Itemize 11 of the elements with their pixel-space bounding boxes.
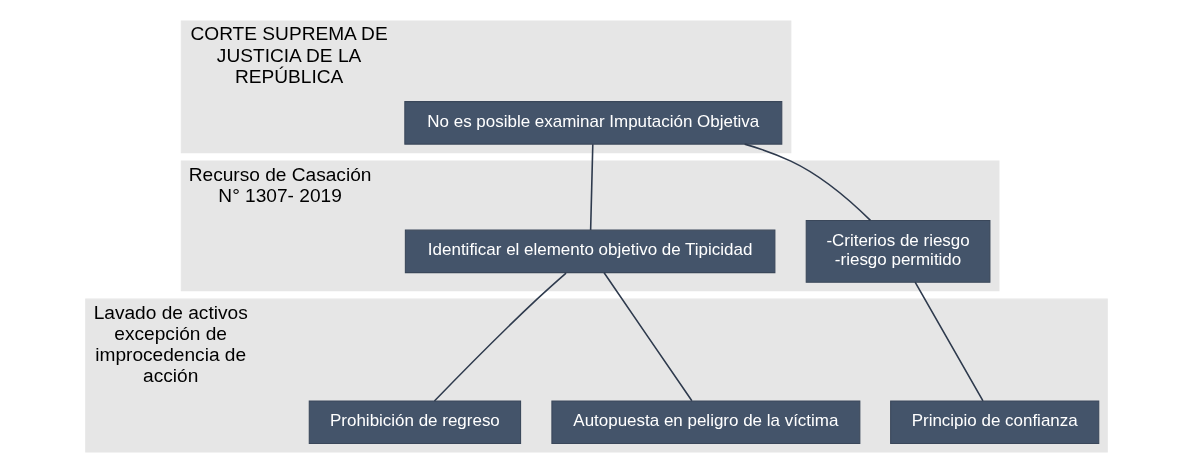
node-box: No es posible examinar Imputación Objetiva (403, 101, 782, 145)
connector (589, 143, 594, 231)
connector (743, 143, 871, 222)
connector (602, 272, 693, 402)
connector (433, 272, 567, 402)
connector (913, 281, 984, 402)
node-box: Prohibición de regreso (308, 400, 521, 445)
node-box: Identificar el elemento objetivo de Tipicidad (404, 229, 775, 274)
node-box: Autopuesta en peligro de la víctima (550, 400, 860, 445)
node-box: -Criterios de riesgo -riesgo permitido (805, 220, 990, 283)
node-box: Principio de confianza (889, 400, 1099, 445)
